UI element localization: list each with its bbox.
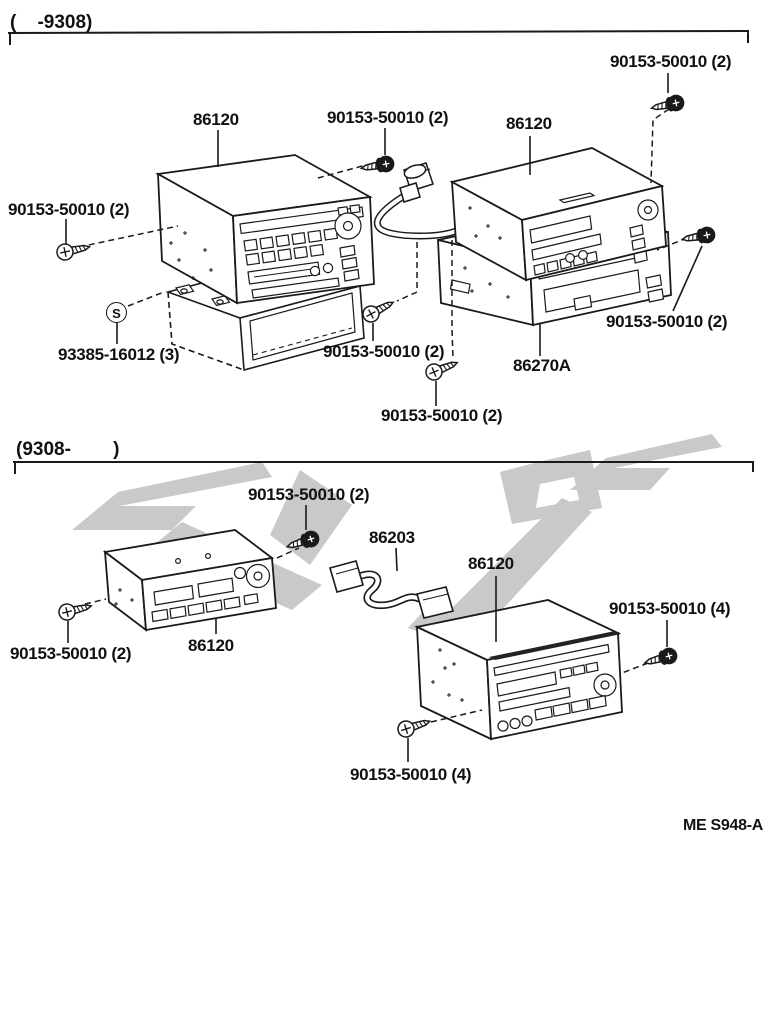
screw-icon bbox=[56, 597, 94, 623]
section-divider-top bbox=[7, 30, 750, 45]
part-label-86203-harness: 86203 bbox=[369, 528, 415, 547]
s-marker-symbol: S bbox=[106, 302, 127, 323]
screw-icon bbox=[395, 712, 433, 740]
part-label-86120-right-2: 86120 bbox=[468, 554, 514, 573]
side-hole-marks bbox=[431, 648, 464, 702]
part-label-screw-upper-2: 90153-50010 (2) bbox=[248, 485, 370, 504]
part-label-screw-top-right: 90153-50010 (2) bbox=[610, 52, 732, 71]
part-label-93385-bracket: 93385-16012 (3) bbox=[58, 345, 180, 364]
drawing-code: ME S948-A bbox=[683, 817, 763, 834]
radio-unit-double-din-2 bbox=[414, 599, 623, 741]
part-label-86120-left-2: 86120 bbox=[188, 636, 234, 655]
leader-lines-bottom bbox=[67, 505, 668, 762]
part-label-86120-left: 86120 bbox=[193, 110, 239, 129]
wiring-harness bbox=[329, 560, 455, 619]
part-label-86120-right: 86120 bbox=[506, 114, 552, 133]
radio-unit-single bbox=[449, 147, 667, 282]
part-label-screw-bottom-4: 90153-50010 (4) bbox=[350, 765, 472, 784]
screw-icon bbox=[649, 93, 686, 117]
radio-unit-double-din bbox=[155, 154, 375, 305]
side-hole-marks bbox=[463, 266, 510, 299]
part-label-screw-left-2: 90153-50010 (2) bbox=[10, 644, 132, 663]
antenna-cable bbox=[373, 162, 468, 240]
part-label-screw-mid-lower: 90153-50010 (2) bbox=[323, 342, 445, 361]
part-label-screw-right-4: 90153-50010 (4) bbox=[609, 599, 731, 618]
section-header-post-9308: (9308- ) bbox=[16, 439, 120, 460]
screw-icon bbox=[680, 225, 717, 248]
side-hole-marks bbox=[114, 588, 134, 606]
screw-icon bbox=[359, 294, 398, 326]
screw-icon bbox=[359, 154, 396, 177]
screw-icon bbox=[54, 238, 92, 263]
part-label-screw-bottom: 90153-50010 (2) bbox=[381, 406, 503, 425]
side-hole-marks bbox=[468, 206, 502, 240]
part-label-86270A: 86270A bbox=[513, 356, 571, 375]
screw-icon bbox=[642, 645, 680, 671]
radio-unit-single-din bbox=[102, 529, 277, 632]
section-divider-bottom bbox=[13, 461, 754, 474]
assembly-dashed-lines-bottom bbox=[84, 547, 649, 723]
part-label-screw-mid-top: 90153-50010 (2) bbox=[327, 108, 449, 127]
part-label-screw-right: 90153-50010 (2) bbox=[606, 312, 728, 331]
leader-lines-top bbox=[65, 73, 703, 406]
mounting-bracket bbox=[165, 259, 365, 372]
side-hole-marks bbox=[169, 231, 213, 280]
section-header-pre-9308: ( -9308) bbox=[10, 12, 93, 33]
part-label-screw-left: 90153-50010 (2) bbox=[8, 200, 130, 219]
